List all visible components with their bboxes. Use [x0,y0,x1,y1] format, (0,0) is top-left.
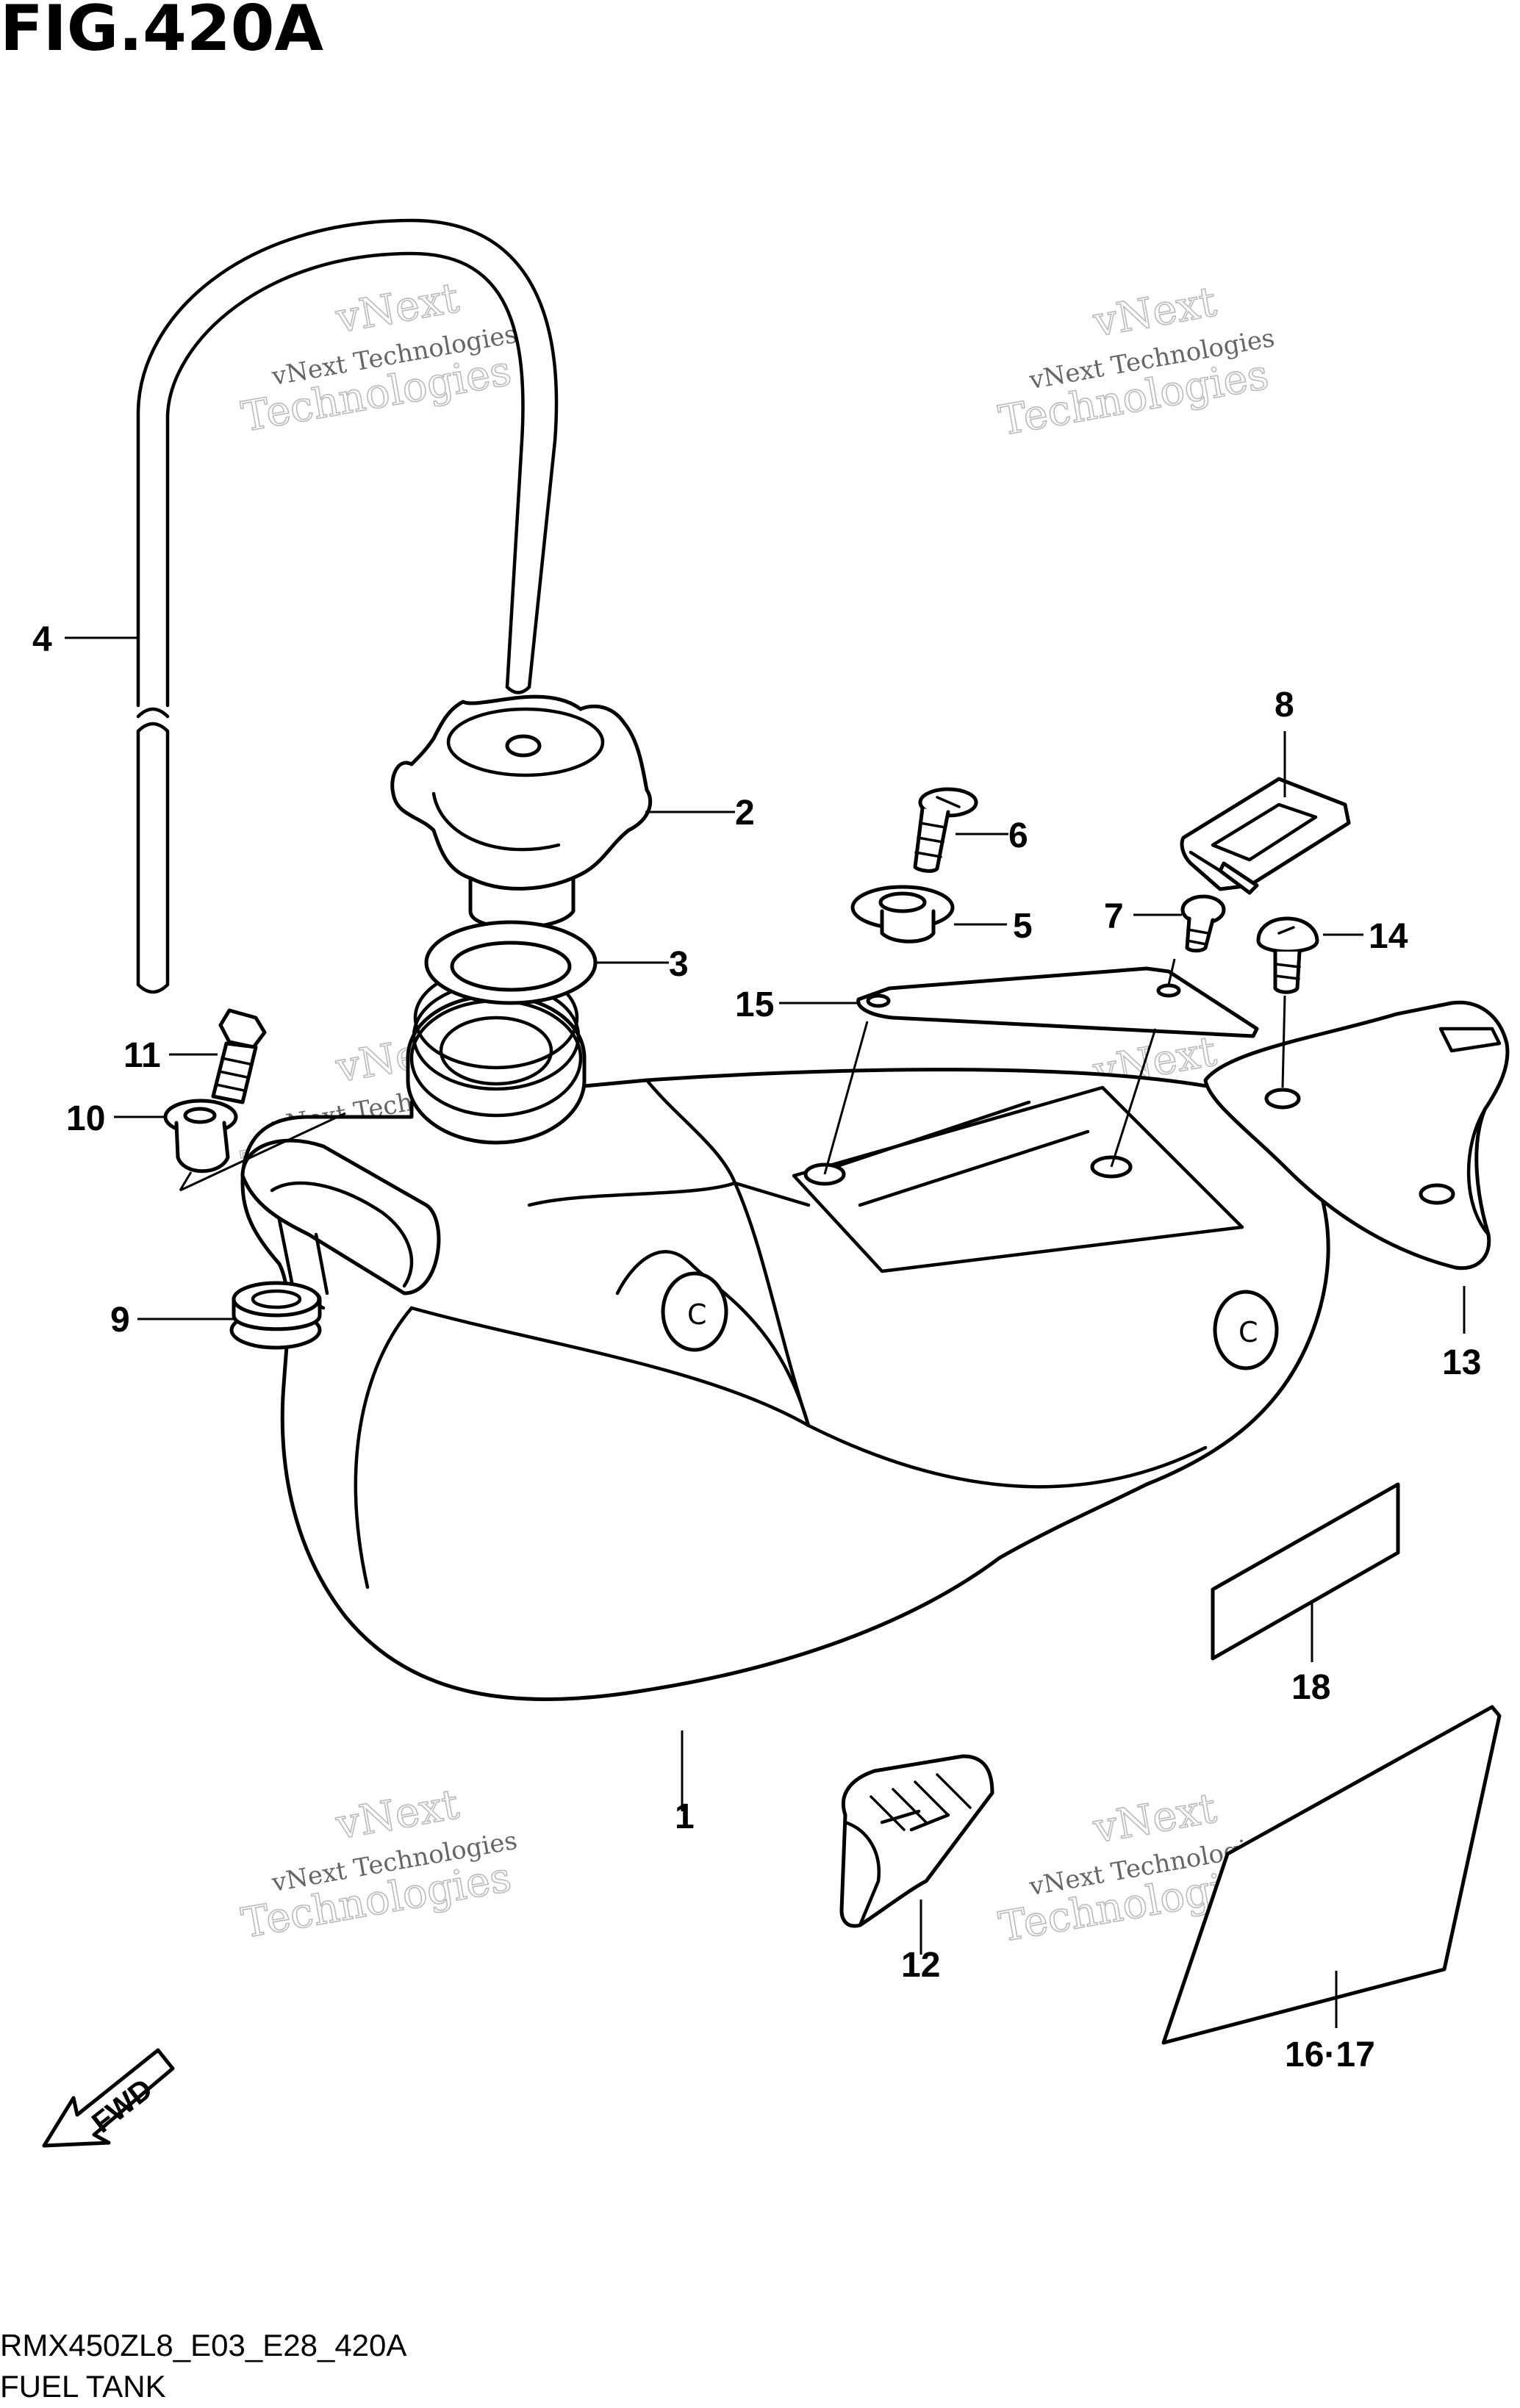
callout-1: 1 [675,1797,695,1836]
callout-6: 6 [1008,816,1028,855]
bolt-14 [1256,916,1319,994]
figure-title: FIG.420A [0,0,324,65]
sheet-16-17 [1161,1705,1502,2045]
tank-mount-hole-right [1213,1290,1279,1370]
fuel-cap [390,694,653,930]
label-18 [1211,1482,1400,1661]
callout-16-17: 16·17 [1285,2035,1375,2074]
clamp-8 [1180,777,1351,895]
bolt-11 [211,1008,267,1104]
figure-name: FUEL TANK [0,2369,166,2404]
callout-18: 18 [1291,1668,1330,1707]
filler-neck [406,966,587,1145]
grommet-9 [229,1281,322,1350]
figure-code: RMX450ZL8_E03_E28_420A [0,2328,406,2362]
tank-mount-hole-left [661,1271,728,1352]
callout-4: 4 [32,620,52,659]
breather-hose [136,218,559,994]
callout-7: 7 [1104,897,1124,936]
watermark-top-left: vNext Technologies vNext Technologies [237,273,520,442]
callout-3: 3 [669,945,689,984]
forward-arrow-icon: FWD [42,2048,175,2148]
callout-labels: 1 2 3 4 5 6 7 8 9 10 11 12 13 14 15 16·1… [32,620,1481,2074]
callout-10: 10 [66,1099,105,1138]
cushion-5 [850,885,955,944]
callout-12: 12 [901,1946,940,1985]
screw-6 [913,787,978,873]
watermark-top-right: vNext Technologies vNext Technologies [995,277,1277,445]
callout-5: 5 [1013,907,1033,946]
callout-14: 14 [1369,917,1408,956]
bracket-13 [1203,1000,1510,1271]
c-mark-icon: C [1238,1316,1258,1348]
protector-12 [839,1754,994,1928]
fuel-tank: C C [240,1068,1330,1702]
callout-15: 15 [735,985,774,1024]
cap-gasket [424,920,598,1005]
screw-7 [1180,894,1226,953]
watermark-bottom-left: vNext Technologies vNext Technologies [237,1780,520,1948]
leader-lines [65,636,1466,2028]
callout-11: 11 [123,1036,161,1075]
callout-8: 8 [1275,686,1294,725]
callout-13: 13 [1442,1343,1481,1382]
callout-2: 2 [735,794,755,833]
callout-9: 9 [110,1301,130,1340]
collar-10 [163,1099,238,1174]
plate-15 [856,966,1259,1038]
c-mark-icon: C [687,1298,707,1331]
